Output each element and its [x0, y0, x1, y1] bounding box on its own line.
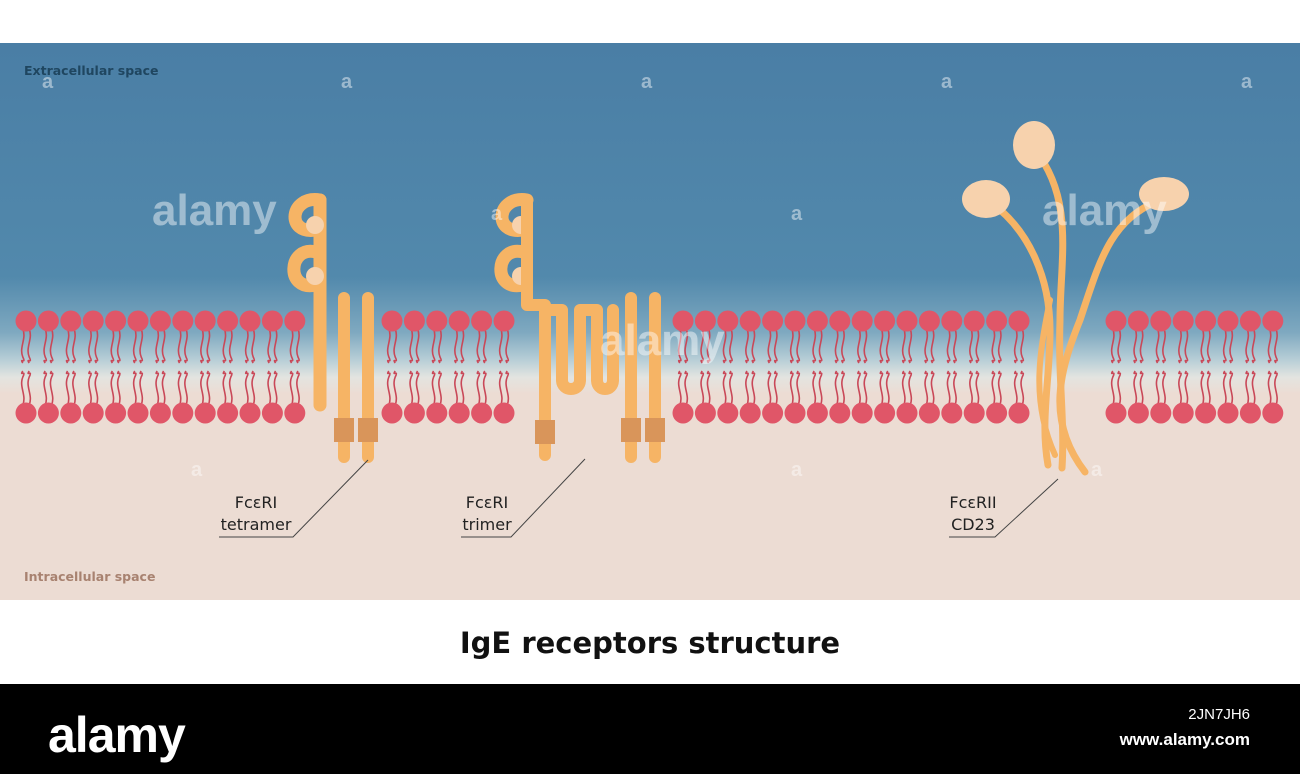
phospholipid: [784, 310, 806, 424]
phospholipid: [739, 310, 761, 424]
svg-text:alamy: alamy: [600, 316, 725, 365]
label-fceri-cd23: FcεRII CD23: [949, 478, 1059, 538]
watermark-footer-bar: alamy 2JN7JH6 www.alamy.com: [0, 684, 1300, 774]
svg-text:alamy: alamy: [152, 186, 277, 235]
cd23-stalk-4: [1036, 297, 1058, 458]
phospholipid: [1172, 310, 1194, 424]
phospholipid: [105, 310, 127, 424]
phospholipid: [1217, 310, 1239, 424]
phospholipid: [239, 310, 261, 424]
fceri-trimer-protein: [494, 193, 665, 463]
phospholipid: [1150, 310, 1172, 424]
phospholipid: [829, 310, 851, 424]
phospholipid: [1195, 310, 1217, 424]
svg-text:a: a: [941, 71, 953, 93]
phospholipid: [963, 310, 985, 424]
phospholipid: [1239, 310, 1261, 424]
svg-text:a: a: [42, 71, 54, 93]
phospholipid: [127, 310, 149, 424]
phospholipid: [37, 310, 59, 424]
phospholipid: [426, 310, 448, 424]
svg-text:trimer: trimer: [462, 515, 512, 534]
svg-text:a: a: [791, 203, 803, 225]
phospholipid: [717, 310, 739, 424]
fceri-tetramer-ig-domain-1: [288, 193, 327, 237]
phospholipid: [806, 310, 828, 424]
phospholipid: [694, 310, 716, 424]
phospholipid: [403, 310, 425, 424]
ige-receptor-diagram: Extracellular space Intracellular space: [0, 43, 1300, 660]
phospholipid: [15, 310, 37, 424]
cd23-lectin-head-2: [1013, 121, 1055, 169]
phospholipid: [1127, 310, 1149, 424]
svg-text:FcεRII: FcεRII: [949, 493, 996, 512]
image-id: 2JN7JH6: [1188, 706, 1250, 723]
cd23-lectin-head-1: [962, 180, 1010, 218]
phospholipid: [896, 310, 918, 424]
cd23-lectin-head-3: [1139, 177, 1189, 211]
label-fceri-trimer: FcεRI trimer: [461, 458, 586, 538]
cd23-stalk-3: [1056, 196, 1164, 476]
phospholipid: [1262, 310, 1284, 424]
svg-text:a: a: [791, 459, 803, 481]
phospholipid: [217, 310, 239, 424]
phospholipid: [918, 310, 940, 424]
phospholipid: [149, 310, 171, 424]
fceri-cd23-protein: [962, 121, 1189, 476]
phospholipid: [874, 310, 896, 424]
svg-text:alamy: alamy: [1042, 186, 1167, 235]
lipid-bilayer: [15, 310, 1284, 424]
intracellular-space-label: Intracellular space: [24, 569, 155, 584]
svg-text:tetramer: tetramer: [221, 515, 292, 534]
phospholipid: [986, 310, 1008, 424]
phospholipid: [1008, 310, 1030, 424]
phospholipid: [381, 310, 403, 424]
svg-text:a: a: [1241, 71, 1253, 93]
phospholipid: [284, 310, 306, 424]
diagram-title: IgE receptors structure: [460, 626, 840, 660]
phospholipid: [194, 310, 216, 424]
svg-text:FcεRI: FcεRI: [466, 493, 508, 512]
phospholipid: [941, 310, 963, 424]
alamy-logo: alamy: [48, 707, 186, 763]
svg-text:a: a: [191, 459, 203, 481]
alamy-url: www.alamy.com: [1119, 730, 1250, 749]
fceri-tetramer-protein: [287, 193, 378, 463]
phospholipid: [82, 310, 104, 424]
phospholipid: [261, 310, 283, 424]
label-fceri-tetramer: FcεRI tetramer: [219, 459, 369, 538]
phospholipid: [493, 310, 515, 424]
svg-text:a: a: [1091, 459, 1103, 481]
phospholipid: [172, 310, 194, 424]
svg-text:a: a: [341, 71, 353, 93]
svg-text:FcεRI: FcεRI: [235, 493, 277, 512]
phospholipid: [851, 310, 873, 424]
phospholipid: [60, 310, 82, 424]
phospholipid: [762, 310, 784, 424]
fceri-trimer-serpentine-chain: [521, 194, 619, 461]
phospholipid: [448, 310, 470, 424]
watermark-overlay: alamy alamy alamy a a a a a a a a a a: [42, 71, 1253, 481]
phospholipid: [471, 310, 493, 424]
phospholipid: [1105, 310, 1127, 424]
phospholipid: [672, 310, 694, 424]
fceri-trimer-ig-domain-2: [494, 244, 530, 293]
svg-text:a: a: [491, 203, 503, 225]
svg-text:a: a: [641, 71, 653, 93]
svg-text:CD23: CD23: [951, 515, 995, 534]
extracellular-space-label: Extracellular space: [24, 63, 158, 78]
fceri-tetramer-ig-domain-2: [287, 244, 323, 293]
